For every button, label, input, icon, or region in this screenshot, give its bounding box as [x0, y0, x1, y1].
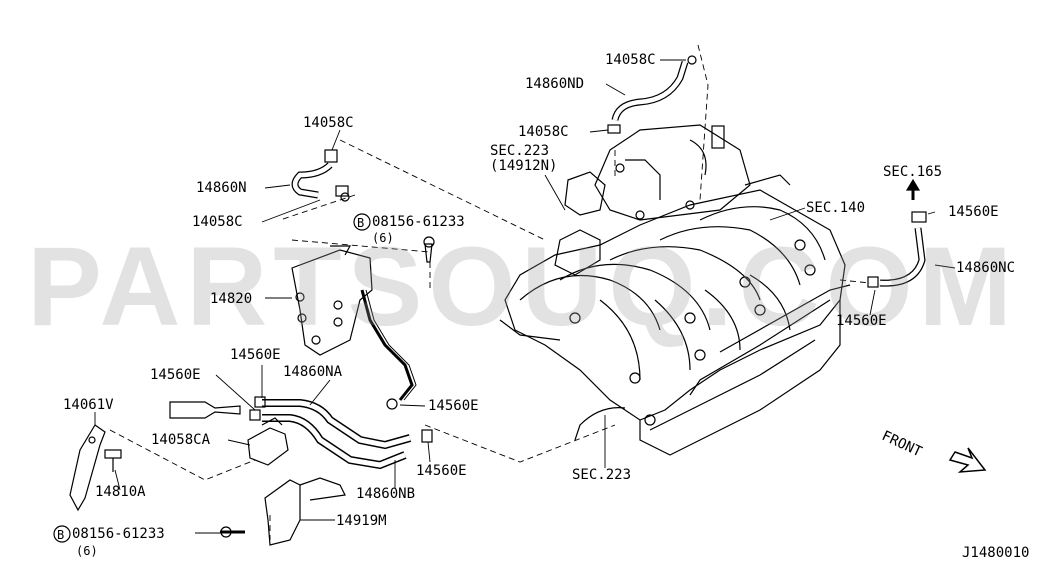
diagram-id: J1480010: [962, 545, 1030, 561]
bolt-symbol-1-icon: [353, 213, 371, 231]
label-bolt2-qty: (6): [76, 544, 98, 558]
label-14058c-mid: 14058C: [518, 124, 569, 140]
label-14560e-r2: 14560E: [836, 313, 887, 329]
label-14810a: 14810A: [95, 484, 146, 500]
bracket-14919m-drawing: [220, 477, 346, 546]
label-14860na: 14860NA: [283, 364, 343, 380]
hose-14860nd-drawing: [607, 55, 697, 134]
label-14058c-left1: 14058C: [303, 115, 354, 131]
bolt-symbol-2-icon: [53, 525, 71, 543]
label-14560e-d: 14560E: [416, 463, 467, 479]
bracket-14820-drawing: [291, 236, 435, 356]
hose-14860nc-drawing: [867, 178, 927, 288]
label-14058ca: 14058CA: [151, 432, 211, 448]
pipe-drawing: [360, 289, 417, 410]
label-bolt2-code: 08156-61233: [72, 526, 165, 542]
dashed-leaders: [109, 44, 871, 540]
label-14560e-c: 14560E: [428, 398, 479, 414]
solenoid-14058ca-drawing: [247, 417, 289, 466]
label-14560e-a: 14560E: [230, 347, 281, 363]
bolt-symbol-1-letter: B: [357, 216, 365, 230]
hose-14860n-drawing: [291, 149, 350, 202]
label-14860nc: 14860NC: [956, 260, 1016, 276]
label-sec140: SEC.140: [806, 200, 866, 216]
hose-14860na-nb-drawing: [169, 396, 433, 470]
label-14860n: 14860N: [196, 180, 247, 196]
leader-lines: [94, 59, 956, 534]
label-sec165: SEC.165: [883, 164, 943, 180]
label-14058c-left2: 14058C: [192, 214, 243, 230]
label-sec223-lower: SEC.223: [572, 467, 632, 483]
label-bolt1-qty: (6): [372, 231, 394, 245]
bolt-symbol-2-letter: B: [57, 528, 65, 542]
intake-manifold-drawing: [499, 124, 851, 456]
label-bolt1-code: 08156-61233: [372, 214, 465, 230]
label-14912n: (14912N): [490, 158, 558, 174]
bracket-14061v-drawing: [69, 424, 122, 512]
label-14560e-b: 14560E: [150, 367, 201, 383]
front-arrow-icon: [948, 447, 987, 473]
label-14820: 14820: [210, 291, 253, 307]
label-14058c-top: 14058C: [605, 52, 656, 68]
label-14560e-r1: 14560E: [948, 204, 999, 220]
label-sec223-upper: SEC.223: [490, 143, 550, 159]
label-14061v: 14061V: [63, 397, 114, 413]
label-14860nb: 14860NB: [356, 486, 416, 502]
label-14860nd: 14860ND: [525, 76, 585, 92]
label-14919m: 14919M: [336, 513, 387, 529]
